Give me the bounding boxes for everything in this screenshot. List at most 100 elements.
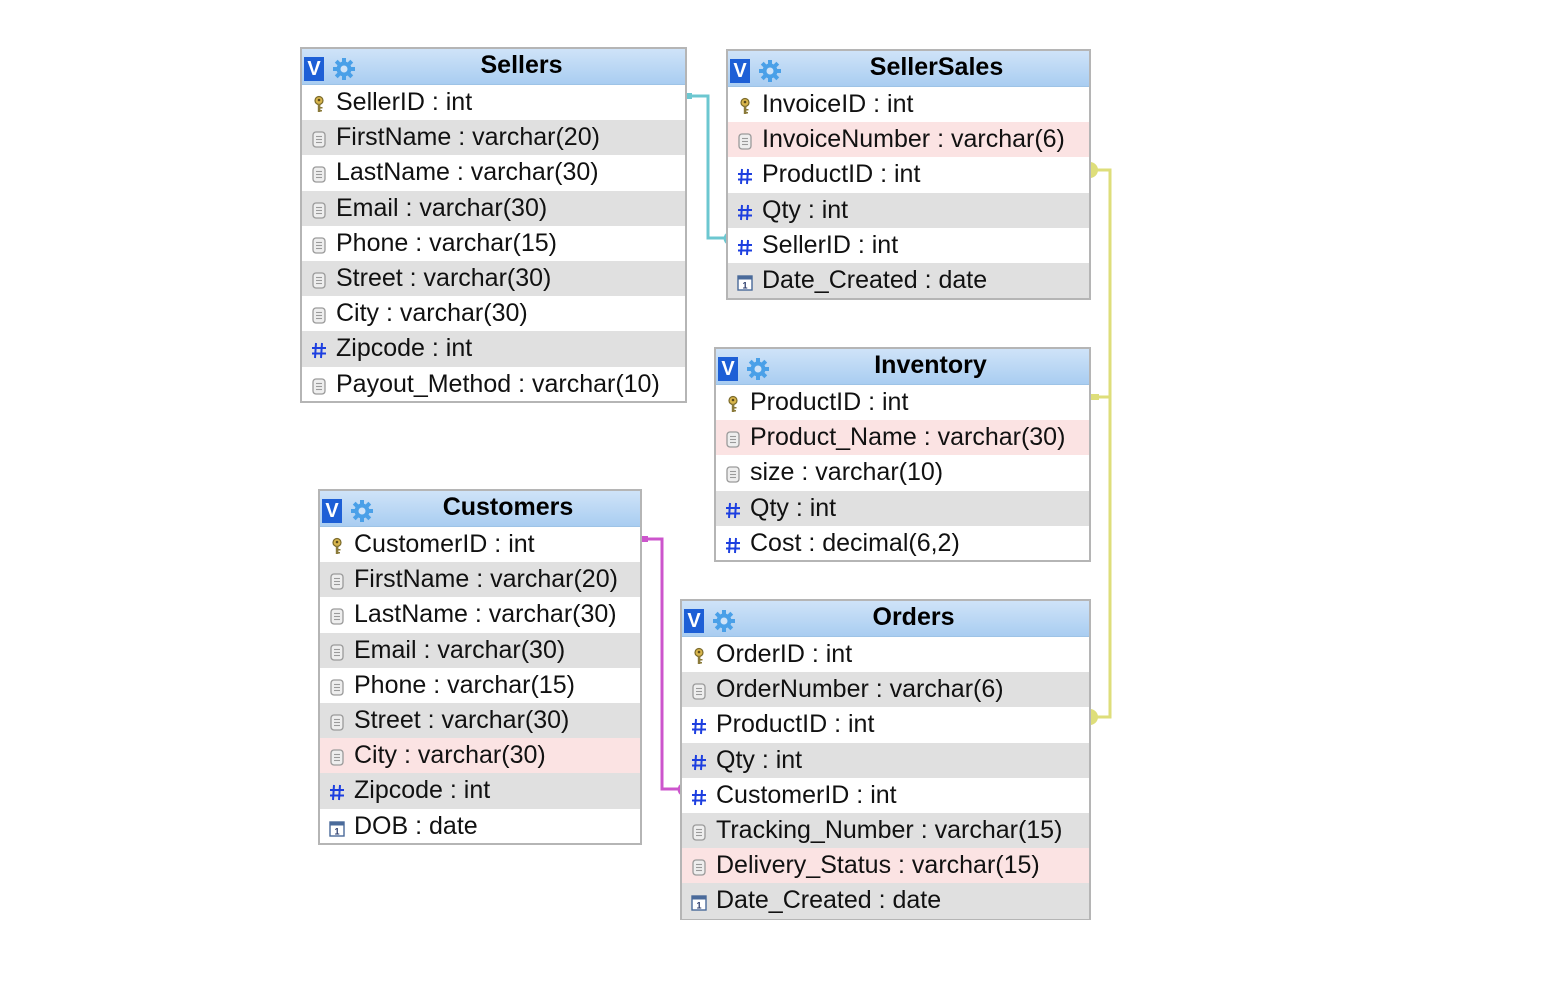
field-label: Cost : decimal(6,2) — [750, 528, 960, 557]
view-toggle-icon[interactable]: V — [684, 609, 704, 633]
date-field-icon: 1 — [737, 275, 753, 291]
text-field-icon — [312, 377, 326, 395]
field-label: DOB : date — [354, 811, 478, 840]
table-header[interactable]: V Inventory — [716, 349, 1089, 385]
field-row[interactable]: Payout_Method : varchar(10) — [302, 367, 685, 402]
field-label: City : varchar(30) — [336, 299, 528, 328]
field-label: CustomerID : int — [354, 530, 535, 558]
field-row[interactable]: InvoiceID : int — [728, 87, 1089, 122]
field-row[interactable]: Email : varchar(30) — [320, 632, 640, 668]
field-row[interactable]: Street : varchar(30) — [320, 702, 640, 739]
link-inventory-sellersales[interactable] — [1090, 168, 1112, 399]
view-toggle-icon[interactable]: V — [304, 57, 324, 81]
field-row[interactable]: City : varchar(30) — [302, 296, 685, 331]
table-header[interactable]: V Orders — [682, 601, 1089, 637]
field-row[interactable]: Phone : varchar(15) — [320, 668, 640, 703]
field-row[interactable]: OrderID : int — [682, 637, 1089, 672]
field-label: Zipcode : int — [336, 334, 473, 363]
field-row[interactable]: CustomerID : int — [320, 527, 640, 562]
field-label: ProductID : int — [762, 160, 921, 189]
link-customers-orders[interactable] — [641, 537, 678, 791]
field-label: Street : varchar(30) — [336, 263, 552, 292]
field-row[interactable]: Cost : decimal(6,2) — [716, 526, 1089, 561]
svg-text:1: 1 — [334, 826, 339, 836]
gear-icon[interactable] — [746, 357, 770, 381]
table-header[interactable]: V Sellers — [302, 49, 685, 85]
field-row[interactable]: FirstName : varchar(20) — [320, 562, 640, 598]
table-title: Orders — [872, 603, 955, 631]
field-row[interactable]: Product_Name : varchar(30) — [716, 420, 1089, 456]
field-row[interactable]: Qty : int — [682, 742, 1089, 778]
text-field-icon — [330, 714, 344, 731]
field-row[interactable]: 1 DOB : date — [320, 809, 640, 844]
view-toggle-icon[interactable]: V — [730, 59, 750, 83]
field-row[interactable]: CustomerID : int — [682, 778, 1089, 813]
field-label: FirstName : varchar(20) — [354, 565, 618, 594]
field-row[interactable]: Tracking_Number : varchar(15) — [682, 812, 1089, 849]
field-label: SellerID : int — [762, 230, 899, 259]
field-label: FirstName : varchar(20) — [336, 123, 600, 152]
field-label: ProductID : int — [750, 388, 909, 416]
number-field-icon — [692, 789, 706, 805]
field-row[interactable]: Delivery_Status : varchar(15) — [682, 848, 1089, 884]
text-field-icon — [330, 643, 344, 661]
field-row[interactable]: SellerID : int — [302, 85, 685, 120]
gear-icon[interactable] — [712, 609, 736, 633]
table-title: Inventory — [874, 351, 987, 379]
table-header[interactable]: V SellerSales — [728, 51, 1089, 87]
field-label: Street : varchar(30) — [354, 705, 570, 734]
field-row[interactable]: Email : varchar(30) — [302, 190, 685, 226]
field-label: InvoiceNumber : varchar(6) — [762, 125, 1065, 154]
text-field-icon — [692, 824, 706, 841]
number-field-icon — [330, 785, 344, 801]
field-row[interactable]: FirstName : varchar(20) — [302, 120, 685, 156]
field-row[interactable]: ProductID : int — [728, 157, 1089, 192]
field-row[interactable]: Zipcode : int — [320, 773, 640, 809]
field-row[interactable]: ProductID : int — [716, 385, 1089, 420]
text-field-icon — [692, 859, 706, 876]
field-row[interactable]: OrderNumber : varchar(6) — [682, 672, 1089, 708]
field-row[interactable]: Phone : varchar(15) — [302, 226, 685, 261]
field-row[interactable]: InvoiceNumber : varchar(6) — [728, 122, 1089, 158]
field-row[interactable]: Zipcode : int — [302, 331, 685, 367]
table-title: Sellers — [480, 51, 563, 79]
gear-icon[interactable] — [332, 57, 356, 81]
field-label: Zipcode : int — [354, 776, 491, 805]
view-toggle-icon[interactable]: V — [718, 357, 738, 381]
table-title: Customers — [442, 493, 574, 521]
field-row[interactable]: Qty : int — [728, 192, 1089, 228]
link-crowsfoot-orders-product — [1090, 709, 1098, 725]
gear-icon[interactable] — [758, 59, 782, 83]
field-row[interactable]: SellerID : int — [728, 228, 1089, 263]
field-row[interactable]: LastName : varchar(30) — [302, 155, 685, 190]
field-row[interactable]: Qty : int — [716, 490, 1089, 526]
field-row[interactable]: Street : varchar(30) — [302, 260, 685, 297]
link-inventory-orders[interactable] — [1090, 397, 1112, 719]
number-field-icon — [312, 343, 326, 359]
key-icon — [314, 95, 324, 112]
date-field-icon: 1 — [329, 820, 345, 837]
gear-icon[interactable] — [350, 499, 374, 523]
table-header[interactable]: V Customers — [320, 491, 640, 527]
table-title: SellerSales — [869, 53, 1004, 81]
field-row[interactable]: LastName : varchar(30) — [320, 597, 640, 632]
field-label: Phone : varchar(15) — [354, 670, 575, 699]
field-row[interactable]: ProductID : int — [682, 707, 1089, 742]
number-field-icon — [738, 239, 752, 255]
field-row[interactable]: size : varchar(10) — [716, 455, 1089, 490]
text-field-icon — [312, 131, 326, 148]
link-sellers-sellersales[interactable] — [687, 94, 724, 240]
number-field-icon — [738, 204, 752, 220]
field-row[interactable]: City : varchar(30) — [320, 738, 640, 774]
field-label: ProductID : int — [716, 710, 875, 739]
text-field-icon — [726, 431, 740, 448]
view-toggle-icon[interactable]: V — [322, 499, 342, 523]
text-field-icon — [330, 679, 344, 696]
